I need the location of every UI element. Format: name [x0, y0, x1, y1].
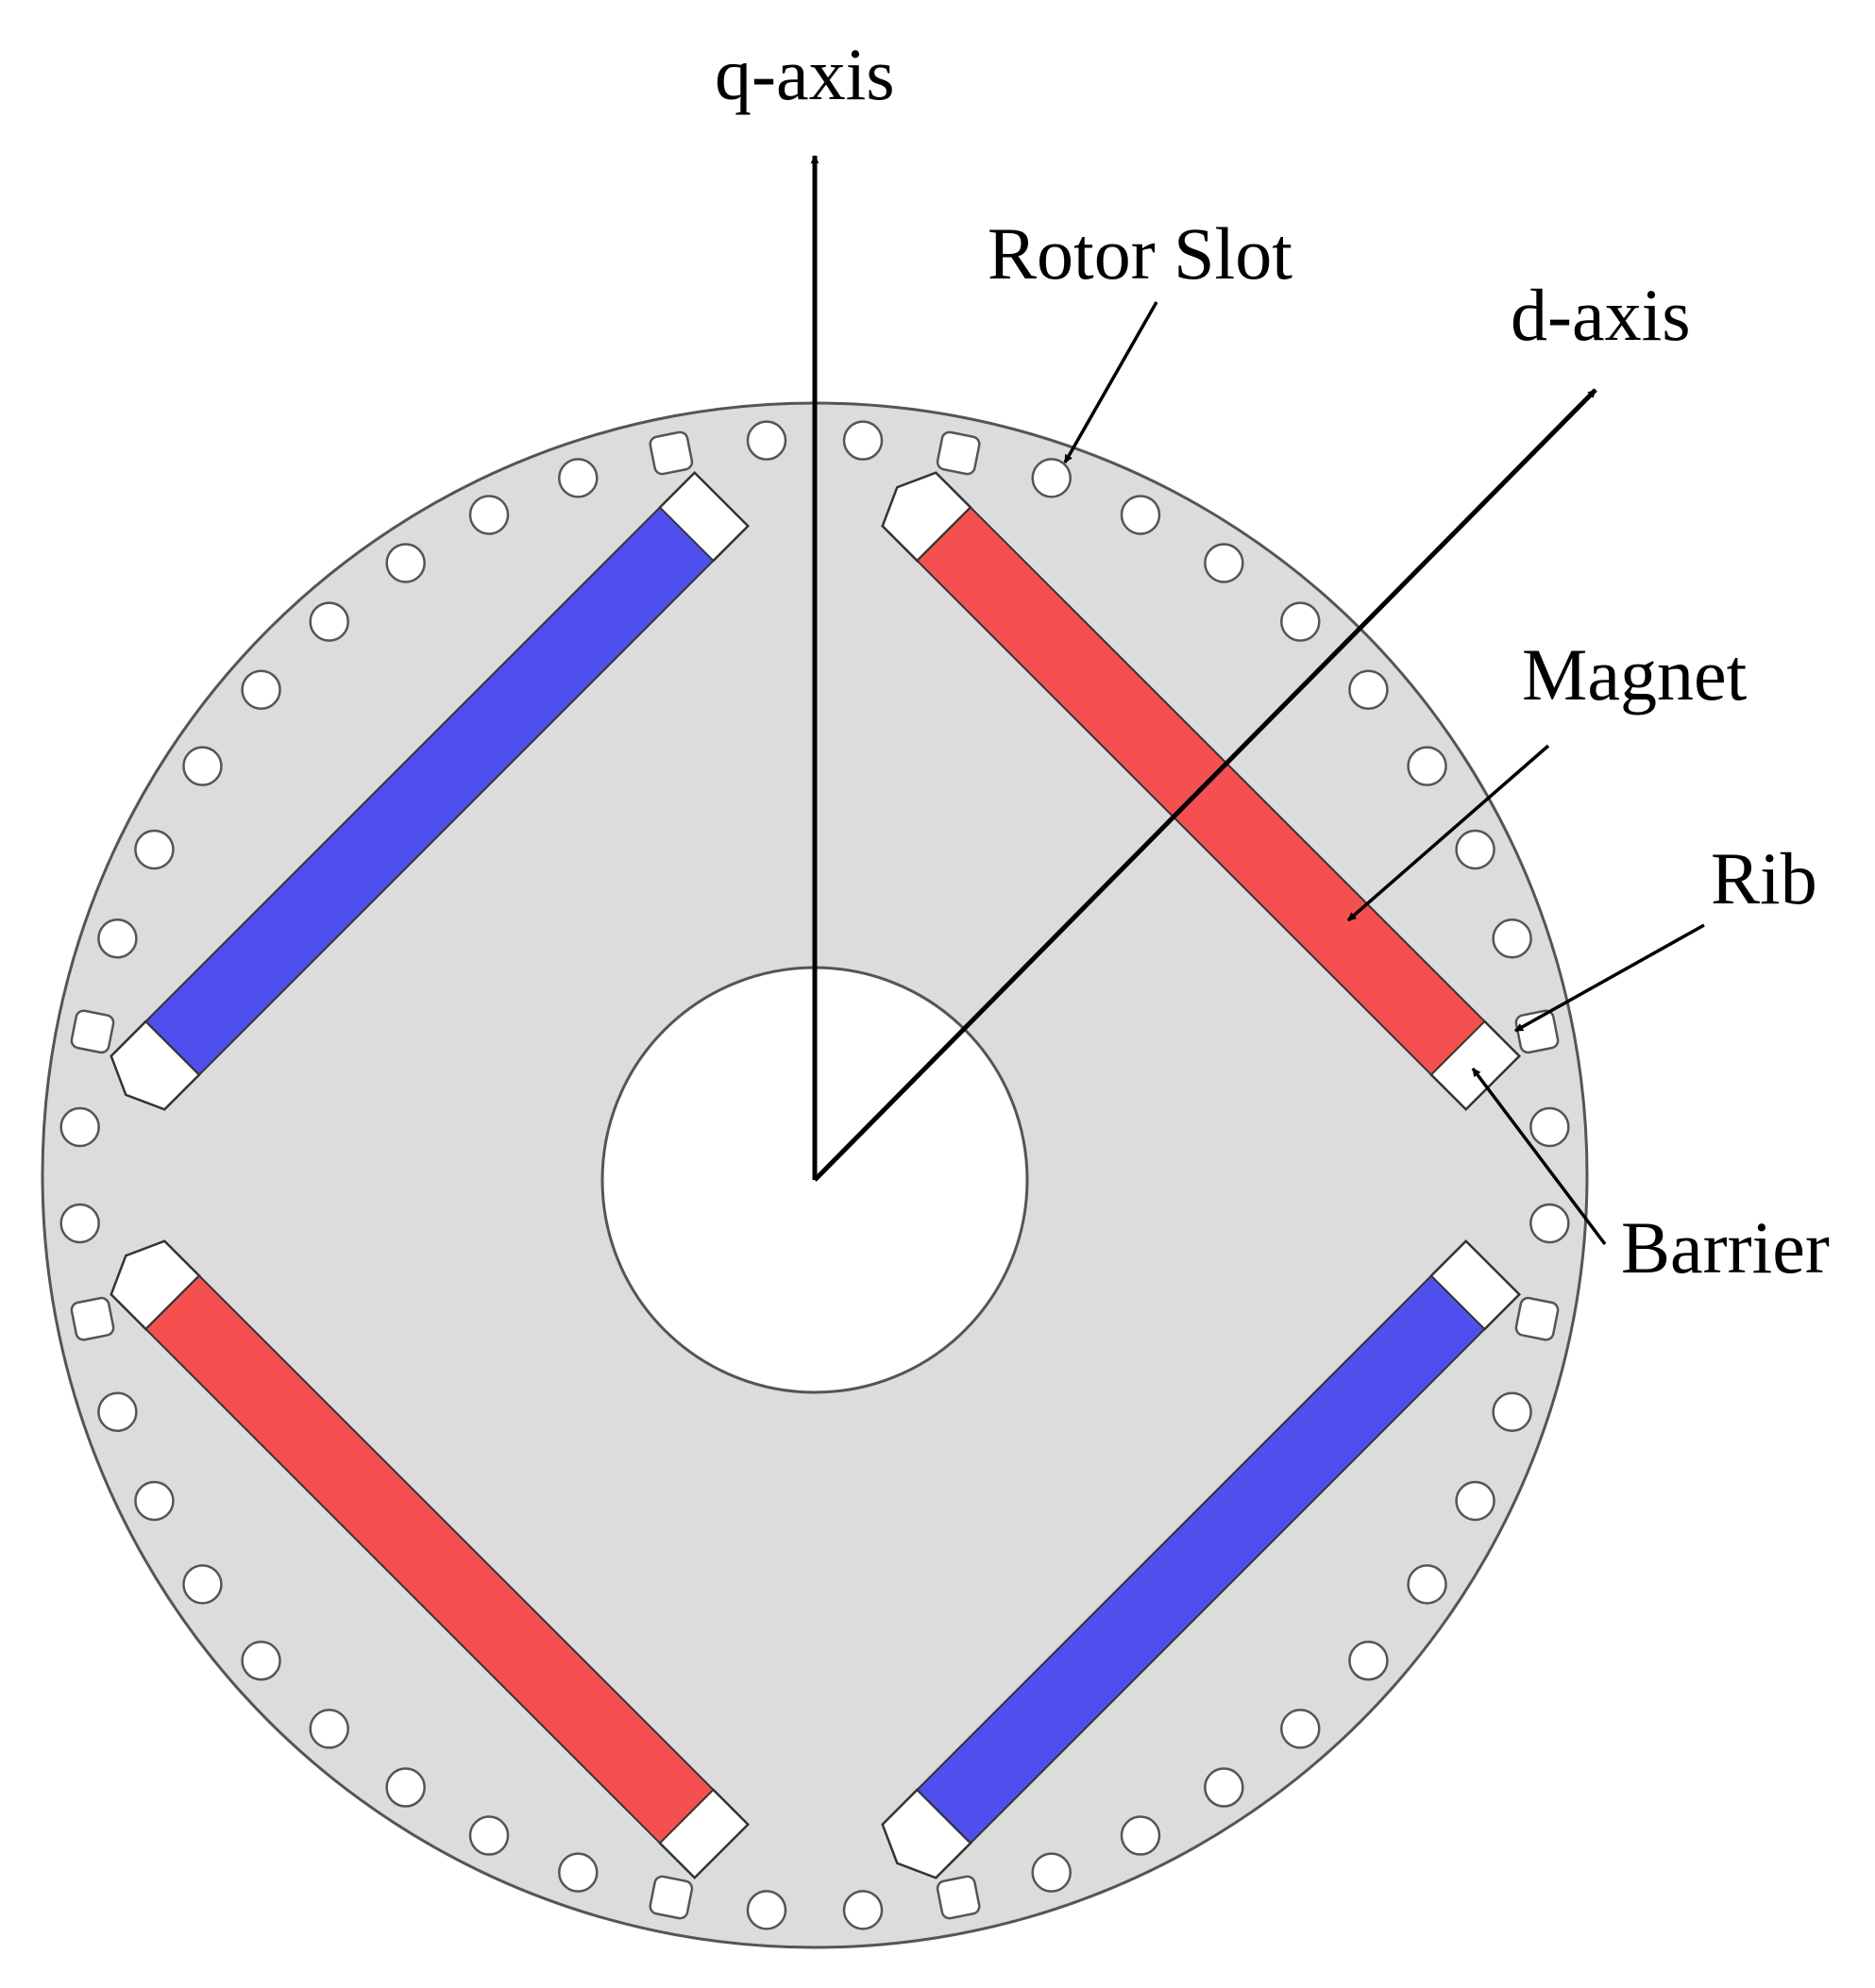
rotor-slot: [309, 1709, 349, 1749]
rotor-slot: [746, 1890, 787, 1930]
rotor-slot: [1492, 918, 1532, 959]
magnet-red: [144, 1274, 715, 1845]
rotor-slot: [134, 1480, 175, 1522]
rotor-slot: [97, 918, 138, 959]
rotor-slot-callout-arrow: [1063, 301, 1158, 463]
rotor-slot-square: [649, 1875, 694, 1920]
rotor-slot: [746, 420, 787, 461]
flux-barrier: [881, 471, 972, 563]
rotor-slot: [558, 1852, 599, 1893]
rotor-slot-square: [936, 1875, 981, 1920]
rotor-slot: [241, 669, 281, 710]
flux-barrier: [110, 1019, 201, 1111]
rotor-slot: [182, 1564, 223, 1605]
rotor-slot: [1348, 669, 1389, 710]
rotor-slot: [1529, 1203, 1570, 1244]
magnet-callout-arrow: [1346, 744, 1550, 922]
rotor-slot-square: [1514, 1009, 1560, 1054]
rotor-slot: [468, 495, 510, 535]
rotor-slot: [385, 543, 426, 583]
rotor-slot: [1280, 601, 1321, 642]
barrier-label: Barrier: [1621, 1206, 1830, 1289]
rotor-slot: [1120, 1815, 1161, 1856]
magnet-label: Magnet: [1522, 633, 1748, 716]
d-axis-label: d-axis: [1511, 274, 1691, 356]
rotor-slot: [1529, 1106, 1570, 1148]
rotor-slot-square: [70, 1009, 115, 1054]
rotor-slot: [134, 829, 175, 870]
rotor-slot: [182, 746, 223, 786]
flux-barrier: [110, 1239, 201, 1331]
rotor-slot: [1120, 495, 1161, 535]
rotor-slot: [1348, 1641, 1389, 1681]
rotor-slot-square: [70, 1296, 115, 1341]
d-axis-arrow: [813, 388, 1597, 1182]
barrier-callout-arrow: [1471, 1067, 1607, 1246]
rotor-slot-square: [649, 430, 694, 476]
magnet-blue: [916, 1274, 1486, 1845]
rotor-slot: [97, 1391, 138, 1432]
axis-and-callout-arrows: [810, 155, 1705, 1246]
rotor-slot: [1204, 1767, 1244, 1808]
rotor-slot: [842, 420, 884, 461]
rotor-slot: [558, 458, 599, 498]
rotor-slot: [842, 1890, 884, 1930]
rotor-slot: [241, 1641, 281, 1681]
q-axis-label: q-axis: [715, 33, 895, 115]
rotor-slot: [309, 601, 349, 642]
rotor-slot: [1031, 458, 1072, 498]
rotor-slot: [1031, 1852, 1072, 1893]
rotor-slot: [1407, 1564, 1447, 1605]
rotor-slot-label: Rotor Slot: [988, 212, 1292, 295]
rotor-slot: [59, 1203, 100, 1244]
rotor-slot: [1407, 746, 1447, 786]
rotor-slot: [1455, 829, 1495, 870]
rotor-slot-square: [1514, 1296, 1560, 1341]
rotor-slot: [1455, 1480, 1495, 1522]
rotor-slot-square: [936, 430, 981, 476]
magnet-blue: [144, 506, 715, 1076]
rotor-slot: [468, 1815, 510, 1856]
rotor-slot: [1280, 1709, 1321, 1749]
rotor-slot: [1204, 543, 1244, 583]
rotor-slots: [59, 420, 1570, 1930]
rib-label: Rib: [1711, 837, 1817, 919]
rotor-slot: [385, 1767, 426, 1808]
rib-callout-arrow: [1514, 923, 1705, 1033]
flux-barrier: [881, 1788, 972, 1879]
rotor-slot: [1492, 1391, 1532, 1432]
rotor-slot: [59, 1106, 100, 1148]
